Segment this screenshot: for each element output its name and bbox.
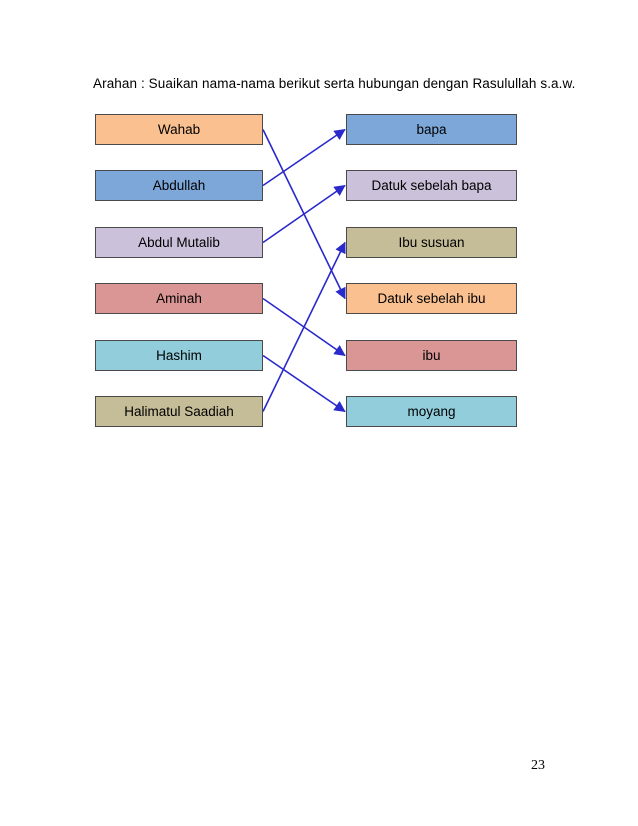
box-label: Wahab (157, 122, 201, 137)
box-label: Abdul Mutalib (138, 235, 220, 250)
right-box-datuk-sebelah-bapa: Datuk sebelah bapa (346, 170, 517, 201)
left-box-hashim: Hashim (95, 340, 263, 371)
arrow-abdullah-to-bapa (262, 128, 346, 187)
box-label: ibu (422, 348, 441, 363)
arrow-abdul-mutalib-to-datuk-sebelah-bapa (262, 184, 346, 244)
left-box-halimatul-saadiah: Halimatul Saadiah (95, 396, 263, 427)
right-box-ibu: ibu (346, 340, 517, 371)
box-label: Datuk sebelah bapa (371, 178, 492, 193)
box-label: Aminah (156, 291, 202, 306)
right-box-datuk-sebelah-ibu: Datuk sebelah ibu (346, 283, 517, 314)
box-label: Halimatul Saadiah (124, 404, 234, 419)
arrow-halimatul-saadiah-to-ibu-susuan (262, 241, 346, 412)
box-label: Datuk sebelah ibu (377, 291, 486, 306)
box-label: Hashim (156, 348, 202, 363)
box-label: moyang (407, 404, 456, 419)
box-label: bapa (416, 122, 447, 137)
left-box-abdullah: Abdullah (95, 170, 263, 201)
arrow-hashim-to-moyang (262, 354, 346, 413)
box-label: Abdullah (152, 178, 206, 193)
box-label: Ibu susuan (398, 235, 465, 250)
right-box-ibu-susuan: Ibu susuan (346, 227, 517, 258)
right-box-bapa: bapa (346, 114, 517, 145)
right-box-moyang: moyang (346, 396, 517, 427)
left-box-abdul-mutalib: Abdul Mutalib (95, 227, 263, 258)
instruction-text: Arahan : Suaikan nama-nama berikut serta… (93, 76, 576, 91)
left-box-wahab: Wahab (95, 114, 263, 145)
page-number: 23 (531, 758, 545, 773)
left-box-aminah: Aminah (95, 283, 263, 314)
